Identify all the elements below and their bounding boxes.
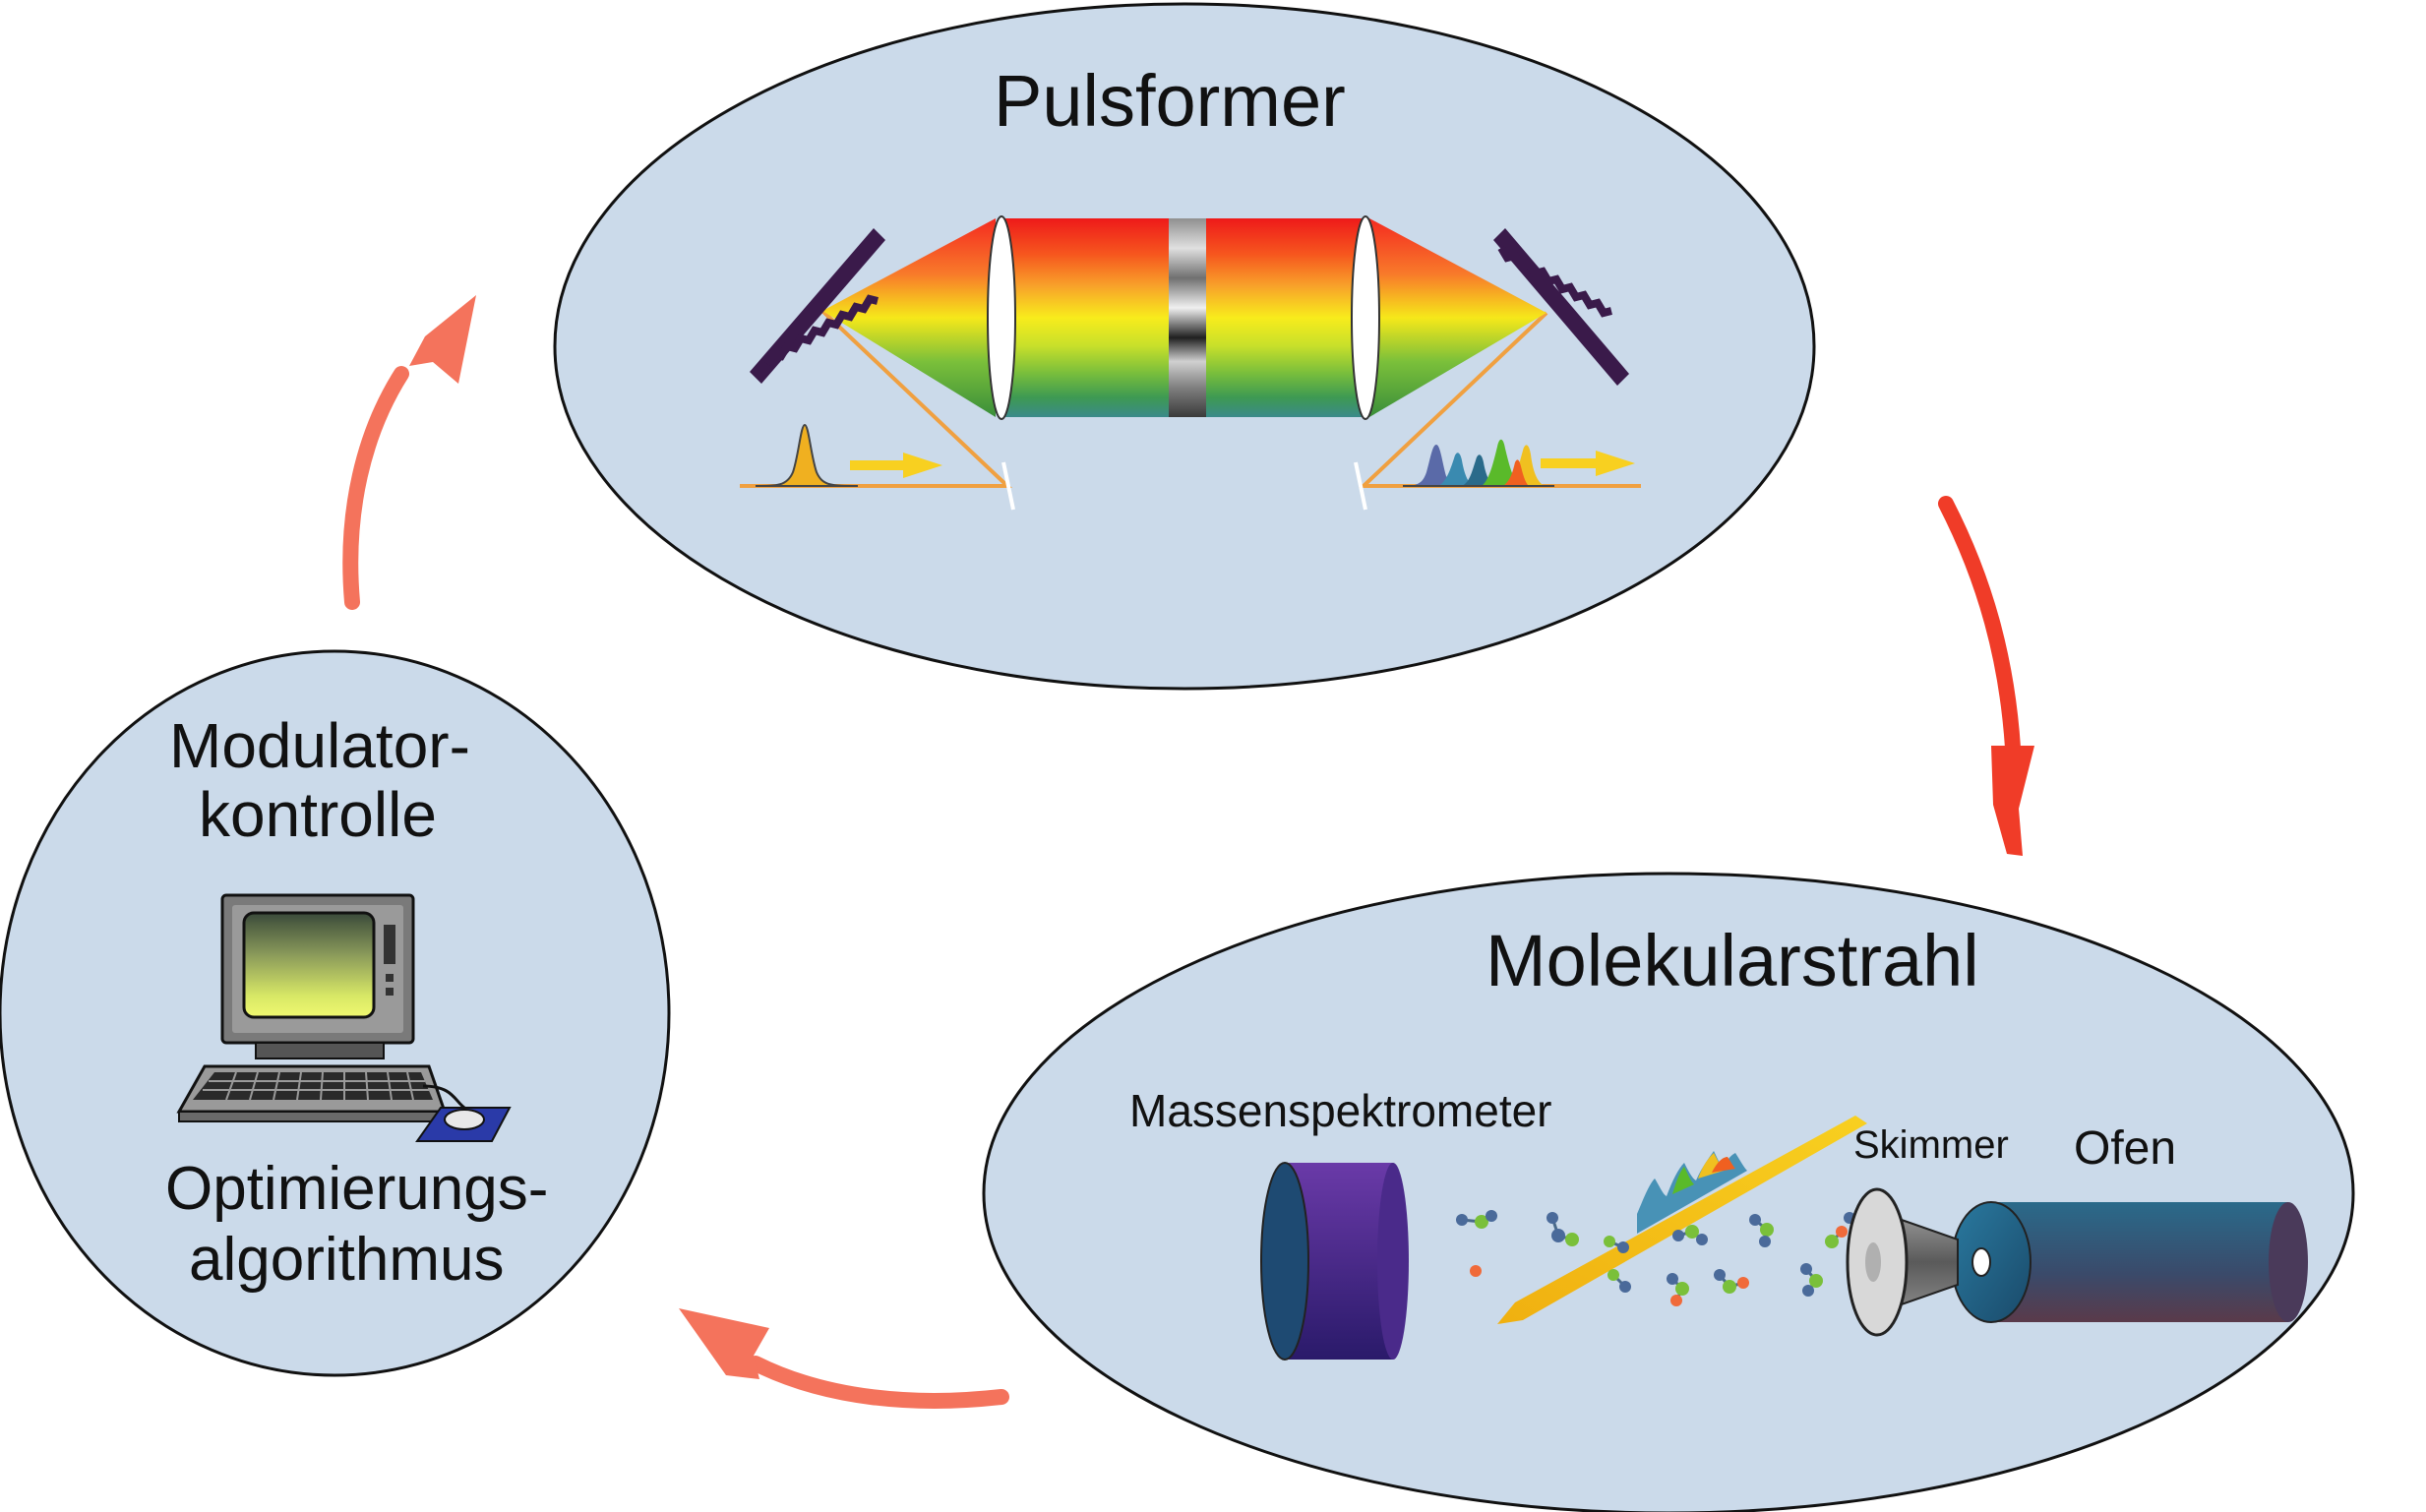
- spatial-light-modulator-icon: [1169, 218, 1206, 417]
- mass-spectrometer-icon: [1260, 1162, 1409, 1361]
- modulator-node: [0, 649, 671, 1377]
- oven-icon: [1951, 1201, 2308, 1323]
- beam-fan-right: [1369, 218, 1547, 417]
- beam-fan-left: [822, 218, 996, 417]
- modulator-title-line1: Modulator-: [169, 710, 470, 781]
- mouse-icon: [444, 1109, 485, 1130]
- diffraction-grating-icon-right: [1493, 228, 1629, 386]
- input-pulse-icon: [755, 423, 859, 487]
- optimization-label-line1: Optimierungs-: [165, 1155, 549, 1223]
- output-direction-arrow: [1541, 451, 1635, 476]
- pulsformer-title: Pulsformer: [994, 60, 1346, 142]
- arrow-modulator-to-pulsformer: [342, 295, 476, 610]
- laser-beam-icon: [1497, 1116, 1867, 1324]
- optimization-label-line2: algorithmus: [189, 1226, 505, 1294]
- diffraction-grating-icon-left: [750, 228, 885, 384]
- mass-spectrometer-label: Massenspektrometer: [1129, 1085, 1552, 1136]
- modulator-title-line2: kontrolle: [199, 779, 437, 850]
- arrow-molekularstrahl-to-modulator: [679, 1308, 1009, 1409]
- molekularstrahl-title: Molekularstrahl: [1486, 920, 1979, 1001]
- arrow-pulsformer-to-molekularstrahl: [1938, 496, 2034, 856]
- input-direction-arrow: [850, 453, 942, 478]
- computer-icon: [176, 893, 512, 1142]
- molekularstrahl-node: [982, 872, 2355, 1512]
- shaped-pulse-icon: [1403, 439, 1554, 487]
- oven-label: Ofen: [2074, 1122, 2177, 1175]
- skimmer-icon: [1846, 1187, 1959, 1337]
- lens-icon-left: [987, 215, 1016, 420]
- lens-icon-right: [1351, 215, 1380, 420]
- skimmer-label: Skimmer: [1853, 1123, 2009, 1167]
- pulsformer-node: [553, 2, 1816, 691]
